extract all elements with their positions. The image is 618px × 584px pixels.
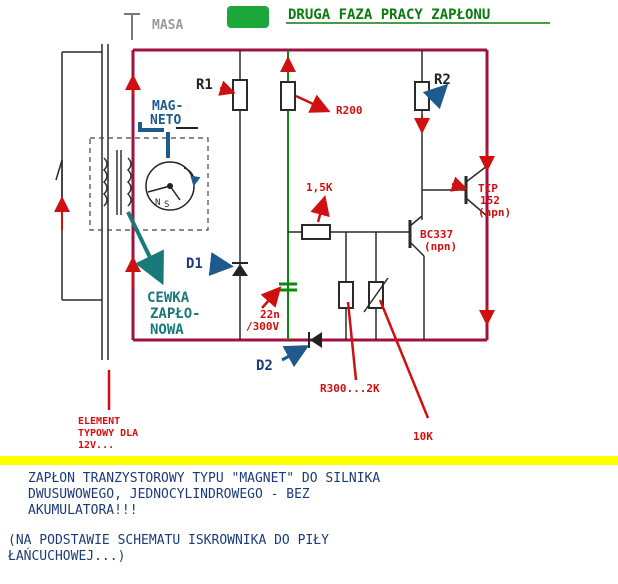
r2-resistor <box>414 81 430 111</box>
cewka-arrow <box>126 211 164 286</box>
title-text: DRUGA FAZA PRACY ZAPŁONU <box>288 7 490 23</box>
d1-arrow <box>208 252 234 276</box>
magneto-label-1: MAG- <box>152 99 183 114</box>
element-label-3: 12V... <box>78 440 114 451</box>
d1-label: D1 <box>186 256 203 272</box>
description-line-3: AKUMULATORA!!! <box>28 503 138 518</box>
tip152-label-3: (npn) <box>478 206 511 219</box>
bc337-label-2: (npn) <box>424 240 457 253</box>
r200-label: R200 <box>336 104 363 117</box>
r2-label: R2 <box>434 72 451 88</box>
cewka-label-3: NOWA <box>150 322 184 338</box>
d1-diode <box>232 264 248 276</box>
rotation-arrow-icon <box>183 167 201 187</box>
r300-2k-resistor <box>338 281 354 309</box>
r1-5k-label: 1,5K <box>306 181 333 194</box>
r1-label: R1 <box>196 77 213 93</box>
magneto-housing-box <box>89 137 209 231</box>
magneto-label-2: NETO <box>150 113 181 128</box>
description-line-4: (NA PODSTAWIE SCHEMATU ISKROWNIKA DO PIŁ… <box>8 533 329 548</box>
capacitor-label-1: 22n <box>260 308 280 321</box>
r200-arrow <box>295 94 331 113</box>
description-line-5: ŁAŃCUCHOWEJ...) <box>7 548 125 564</box>
bc337-label-1: BC337 <box>420 228 453 241</box>
d2-arrow <box>281 345 310 368</box>
r1-5k-arrow <box>310 195 330 223</box>
capacitor-arrow <box>260 286 282 309</box>
tip152-label-1: TIP <box>478 182 498 195</box>
magnet-n-label: N <box>155 198 160 208</box>
description-line-2: DWUSUWOWEGO, JEDNOCYLINDROWEGO - BEZ <box>28 487 310 502</box>
primary-coil <box>102 157 108 207</box>
description-line-1: ZAPŁON TRANZYSTOROWY TYPU "MAGNET" DO SI… <box>28 471 380 486</box>
d2-label: D2 <box>256 358 273 374</box>
r10k-arrow <box>378 299 430 419</box>
element-label-2: TYPOWY DLA <box>78 428 138 439</box>
secondary-coil <box>126 157 132 207</box>
r1-resistor <box>232 79 248 111</box>
ignition-coil-wiring <box>55 44 109 360</box>
capacitor-label-2: /300V <box>246 320 279 333</box>
r200-resistor <box>280 81 296 111</box>
masa-label: MASA <box>152 18 183 33</box>
title-badge <box>227 6 269 28</box>
r2-arrow <box>422 83 449 110</box>
magnet-s-label: S <box>164 200 169 210</box>
cewka-label-1: CEWKA <box>147 290 190 306</box>
tip152-label-2: 152 <box>480 194 500 207</box>
yellow-divider <box>0 456 618 465</box>
cewka-label-2: ZAPŁO- <box>150 306 201 322</box>
r300-arrow <box>346 301 358 381</box>
r10k-label: 10K <box>413 430 433 443</box>
r1-arrow <box>218 80 236 96</box>
element-label-1: ELEMENT <box>78 416 120 427</box>
r300-2k-label: R300...2K <box>320 382 380 395</box>
r1-5k-resistor <box>301 224 331 240</box>
tip152-arrow <box>450 176 468 192</box>
d2-diode <box>310 332 322 348</box>
